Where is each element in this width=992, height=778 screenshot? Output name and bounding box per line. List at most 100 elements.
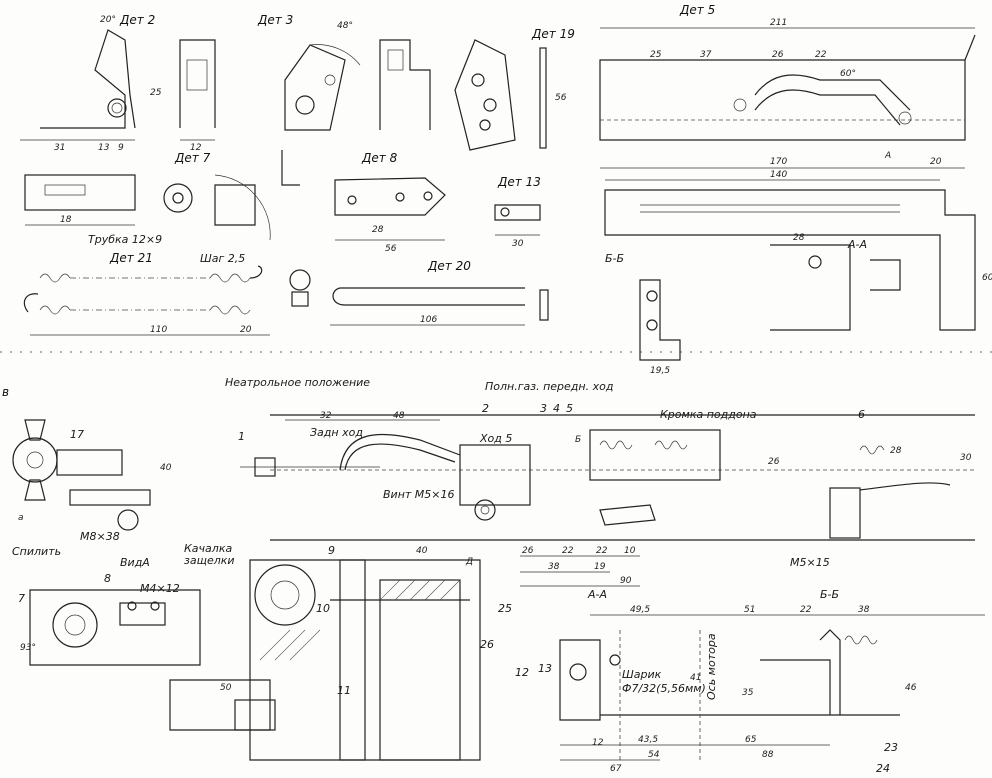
det5-dim-211: 211: [770, 18, 787, 28]
aa-dim-35: 35: [742, 688, 754, 698]
view-a: Спилить ВидА М4×12 Качалка защелки 93°: [12, 542, 235, 666]
rail-marker-b: Б: [575, 435, 581, 445]
det5-dim-26: 26: [772, 50, 784, 60]
det8-dim-56: 56: [385, 244, 397, 254]
callout-11: 11: [337, 684, 351, 697]
callout-4: 4: [553, 402, 560, 415]
section-aa-bottom-title: А-А: [587, 588, 607, 601]
dim-22b: 22: [596, 546, 608, 556]
det5-marker-a: А: [884, 151, 891, 161]
det21-dim-110: 110: [150, 325, 167, 335]
fig-letter-v: в: [2, 385, 9, 399]
det5-dim-170: 170: [770, 157, 787, 167]
det5-dim-28: 28: [793, 233, 805, 243]
det5-angle-60: 60°: [840, 69, 856, 79]
det13-dim-30: 30: [512, 239, 524, 249]
det21-title: Дет 21: [109, 251, 153, 265]
rail-marker-d: Д: [465, 557, 473, 567]
det7-title: Дет 7: [174, 151, 211, 165]
part-det8: Дет 8 56 28: [281, 150, 446, 254]
cut-off-label: Спилить: [12, 545, 61, 558]
dim-26: 26: [522, 546, 534, 556]
part-bracket-b: [379, 39, 431, 130]
det21-pitch: Шаг 2,5: [200, 252, 245, 265]
det2-title: Дет 2: [119, 13, 155, 27]
dim-10: 10: [624, 546, 636, 556]
part-det20: Дет 20 106: [330, 259, 549, 326]
callout-7: 7: [18, 592, 25, 605]
assembly-central-section: 50: [169, 559, 481, 761]
aa-dim-22: 22: [800, 605, 812, 615]
aa-dim-38: 38: [858, 605, 870, 615]
screw-m8x38: М8×38: [80, 530, 120, 543]
latch-rocker-2: защелки: [184, 554, 235, 567]
det2-angle-20: 20°: [100, 15, 116, 25]
det8-dim-28: 28: [372, 225, 384, 235]
motor-axis: Ось мотора: [705, 633, 718, 700]
bracket-a-dim-12: 12: [190, 143, 202, 153]
aa-dim-46: 46: [905, 683, 917, 693]
part-det2: Дет 2 31 13 9 20° 25: [20, 13, 162, 153]
screw-m5x16: Винт М5×16: [383, 488, 455, 501]
rail-dim-30: 30: [960, 453, 972, 463]
det2-dim-9: 9: [118, 143, 124, 153]
assembly-main-rail: 32 48 Задн ход Ход 5 Винт М5×16 М5×15 28…: [240, 411, 975, 569]
dim-38: 38: [548, 562, 560, 572]
callout-1: 1: [238, 430, 245, 443]
part-bracket-a: 12: [179, 39, 216, 153]
dim-90: 90: [620, 576, 632, 586]
callout-12: 12: [515, 666, 529, 679]
part-det7: Дет 7 18 Трубка 12×9: [24, 151, 271, 246]
section-aa-bottom: А-А 49,5 51 22 38 Б-Б Шарик Ф7/32(5,56мм…: [559, 588, 985, 774]
knob-dim-40: 40: [160, 463, 172, 473]
assembly-left-knob: 40 М8×38 а: [12, 419, 172, 543]
det20-dim-106: 106: [420, 315, 437, 325]
view-a-angle-93: 93°: [20, 643, 36, 653]
callout-13: 13: [538, 662, 552, 675]
part-det19: Дет 19 56: [454, 27, 575, 151]
rail-dim-28: 28: [890, 446, 902, 456]
rail-dim-26: 26: [768, 457, 780, 467]
aa-dim-65: 65: [745, 735, 757, 745]
det13-title: Дет 13: [497, 175, 541, 189]
fig-letter-a: а: [18, 513, 24, 523]
screw-m4x12: М4×12: [140, 582, 180, 595]
ball-label: Шарик: [622, 668, 662, 681]
det5-dim-20: 20: [930, 157, 942, 167]
aa-dim-43-5: 43,5: [638, 735, 658, 745]
section-bb-bottom-title: Б-Б: [820, 588, 839, 601]
screw-m5x15: М5×15: [790, 556, 830, 569]
det5-section-aa: А-А: [847, 238, 867, 251]
reverse-label: Задн ход: [310, 426, 363, 439]
det19-title: Дет 19: [531, 27, 575, 41]
callout-6: 6: [858, 408, 865, 421]
ball-size: Ф7/32(5,56мм): [622, 682, 706, 695]
neutral-label: Неатрольное положение: [225, 376, 370, 389]
det7-tube-label: Трубка 12×9: [88, 233, 162, 246]
det7-dim-18: 18: [60, 215, 72, 225]
aa-dim-67: 67: [610, 764, 622, 774]
det3-angle-48: 48°: [337, 21, 353, 31]
dim-19: 19: [594, 562, 606, 572]
det20-title: Дет 20: [427, 259, 471, 273]
det2-dim-31: 31: [54, 143, 65, 153]
det19-dim-56: 56: [555, 93, 567, 103]
callout-9: 9: [328, 544, 335, 557]
callout-10: 10: [316, 602, 330, 615]
section-bb-top-title: Б-Б: [605, 252, 624, 265]
det5-dim-22: 22: [815, 50, 827, 60]
det2-dim-13: 13: [98, 143, 110, 153]
det2-dim-25: 25: [150, 88, 162, 98]
view-a-label: ВидА: [120, 556, 150, 569]
travel-label: Ход 5: [479, 432, 512, 445]
callout-5: 5: [566, 402, 573, 415]
part-det5-side: 140 А-А 28 60: [604, 170, 992, 331]
aa-dim-41: 41: [690, 673, 701, 683]
callout-25: 25: [498, 602, 512, 615]
callout-2: 2: [482, 402, 489, 415]
aa-dim-54: 54: [648, 750, 660, 760]
callout-17: 17: [70, 428, 84, 441]
det5-dim-140: 140: [770, 170, 787, 180]
callout-26: 26: [480, 638, 494, 651]
